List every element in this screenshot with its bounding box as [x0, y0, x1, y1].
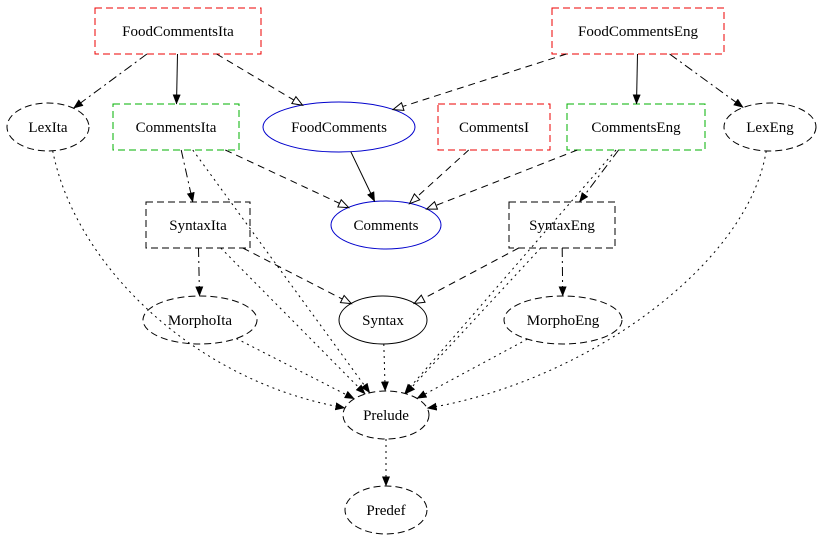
edge-SyntaxEng-to-MorphoEng — [558, 247, 567, 297]
node-label-CommentsIta: CommentsIta — [136, 120, 217, 136]
edges-layer — [52, 53, 767, 487]
edge-Syntax-to-Prelude — [380, 343, 389, 392]
node-shape-FoodCommentsEng — [551, 7, 725, 55]
node-shape-LexIta — [6, 102, 90, 152]
node-label-FoodCommentsEng: FoodCommentsEng — [578, 24, 699, 40]
node-shape-CommentsIta — [112, 103, 240, 151]
node-label-SyntaxIta: SyntaxIta — [169, 218, 227, 234]
edge-SyntaxEng-to-Syntax — [412, 247, 519, 305]
edge-SyntaxIta-to-Syntax — [242, 247, 353, 305]
node-shape-FoodCommentsIta — [94, 7, 262, 55]
edge-SyntaxIta-to-MorphoIta — [195, 247, 204, 297]
node-CommentsEng: CommentsEng — [566, 103, 706, 151]
edge-FoodCommentsEng-to-LexEng — [669, 53, 744, 108]
node-label-LexEng: LexEng — [746, 120, 794, 136]
node-Predef: Predef — [344, 485, 428, 535]
node-Syntax: Syntax — [338, 295, 428, 345]
node-label-FoodCommentsIta: FoodCommentsIta — [122, 24, 234, 40]
node-SyntaxEng: SyntaxEng — [508, 201, 616, 249]
edge-LexEng-to-Prelude — [426, 150, 767, 411]
node-label-CommentsI: CommentsI — [459, 120, 529, 136]
node-shape-LexEng — [723, 102, 817, 152]
node-shape-SyntaxIta — [145, 201, 251, 249]
node-label-Predef: Predef — [366, 503, 405, 519]
edge-FoodComments-to-Comments — [350, 151, 376, 202]
node-shape-CommentsEng — [566, 103, 706, 151]
edge-FoodCommentsEng-to-FoodComments — [391, 53, 567, 111]
node-shape-SyntaxEng — [508, 201, 616, 249]
node-Comments: Comments — [330, 200, 442, 250]
edge-FoodCommentsIta-to-LexIta — [73, 53, 148, 109]
node-label-Syntax: Syntax — [362, 313, 404, 329]
node-shape-Syntax — [338, 295, 428, 345]
node-LexIta: LexIta — [6, 102, 90, 152]
node-label-FoodComments: FoodComments — [291, 120, 387, 136]
node-Prelude: Prelude — [342, 390, 430, 440]
node-label-MorphoEng: MorphoEng — [527, 313, 600, 329]
edge-CommentsIta-to-Prelude — [192, 149, 371, 394]
edge-SyntaxIta-to-Prelude — [220, 247, 366, 395]
edge-MorphoEng-to-Prelude — [416, 338, 528, 399]
node-label-MorphoIta: MorphoIta — [168, 313, 232, 329]
edge-CommentsI-to-Comments — [408, 149, 470, 205]
edge-FoodCommentsEng-to-CommentsEng — [632, 53, 641, 105]
edge-CommentsEng-to-Comments — [425, 149, 578, 210]
node-MorphoEng: MorphoEng — [503, 295, 623, 345]
node-FoodCommentsIta: FoodCommentsIta — [94, 7, 262, 55]
node-MorphoIta: MorphoIta — [142, 295, 258, 345]
node-FoodComments: FoodComments — [262, 101, 416, 153]
node-label-LexIta: LexIta — [28, 120, 67, 136]
edge-MorphoIta-to-Prelude — [236, 338, 355, 400]
edge-FoodCommentsIta-to-FoodComments — [216, 53, 304, 107]
node-CommentsI: CommentsI — [437, 103, 551, 151]
node-label-Prelude: Prelude — [363, 408, 409, 424]
node-LexEng: LexEng — [723, 102, 817, 152]
node-CommentsIta: CommentsIta — [112, 103, 240, 151]
edge-LexIta-to-Prelude — [52, 150, 346, 411]
node-SyntaxIta: SyntaxIta — [145, 201, 251, 249]
edge-FoodCommentsIta-to-CommentsIta — [172, 53, 181, 105]
node-label-CommentsEng: CommentsEng — [591, 120, 681, 136]
node-FoodCommentsEng: FoodCommentsEng — [551, 7, 725, 55]
node-shape-Comments — [330, 200, 442, 250]
edge-CommentsEng-to-Prelude — [404, 149, 617, 394]
node-label-Comments: Comments — [353, 218, 418, 234]
node-label-SyntaxEng: SyntaxEng — [529, 218, 595, 234]
edge-CommentsIta-to-Comments — [225, 149, 351, 209]
edge-CommentsIta-to-SyntaxIta — [180, 149, 195, 203]
node-shape-CommentsI — [437, 103, 551, 151]
node-shape-FoodComments — [262, 101, 416, 153]
edge-CommentsEng-to-SyntaxEng — [579, 149, 619, 203]
